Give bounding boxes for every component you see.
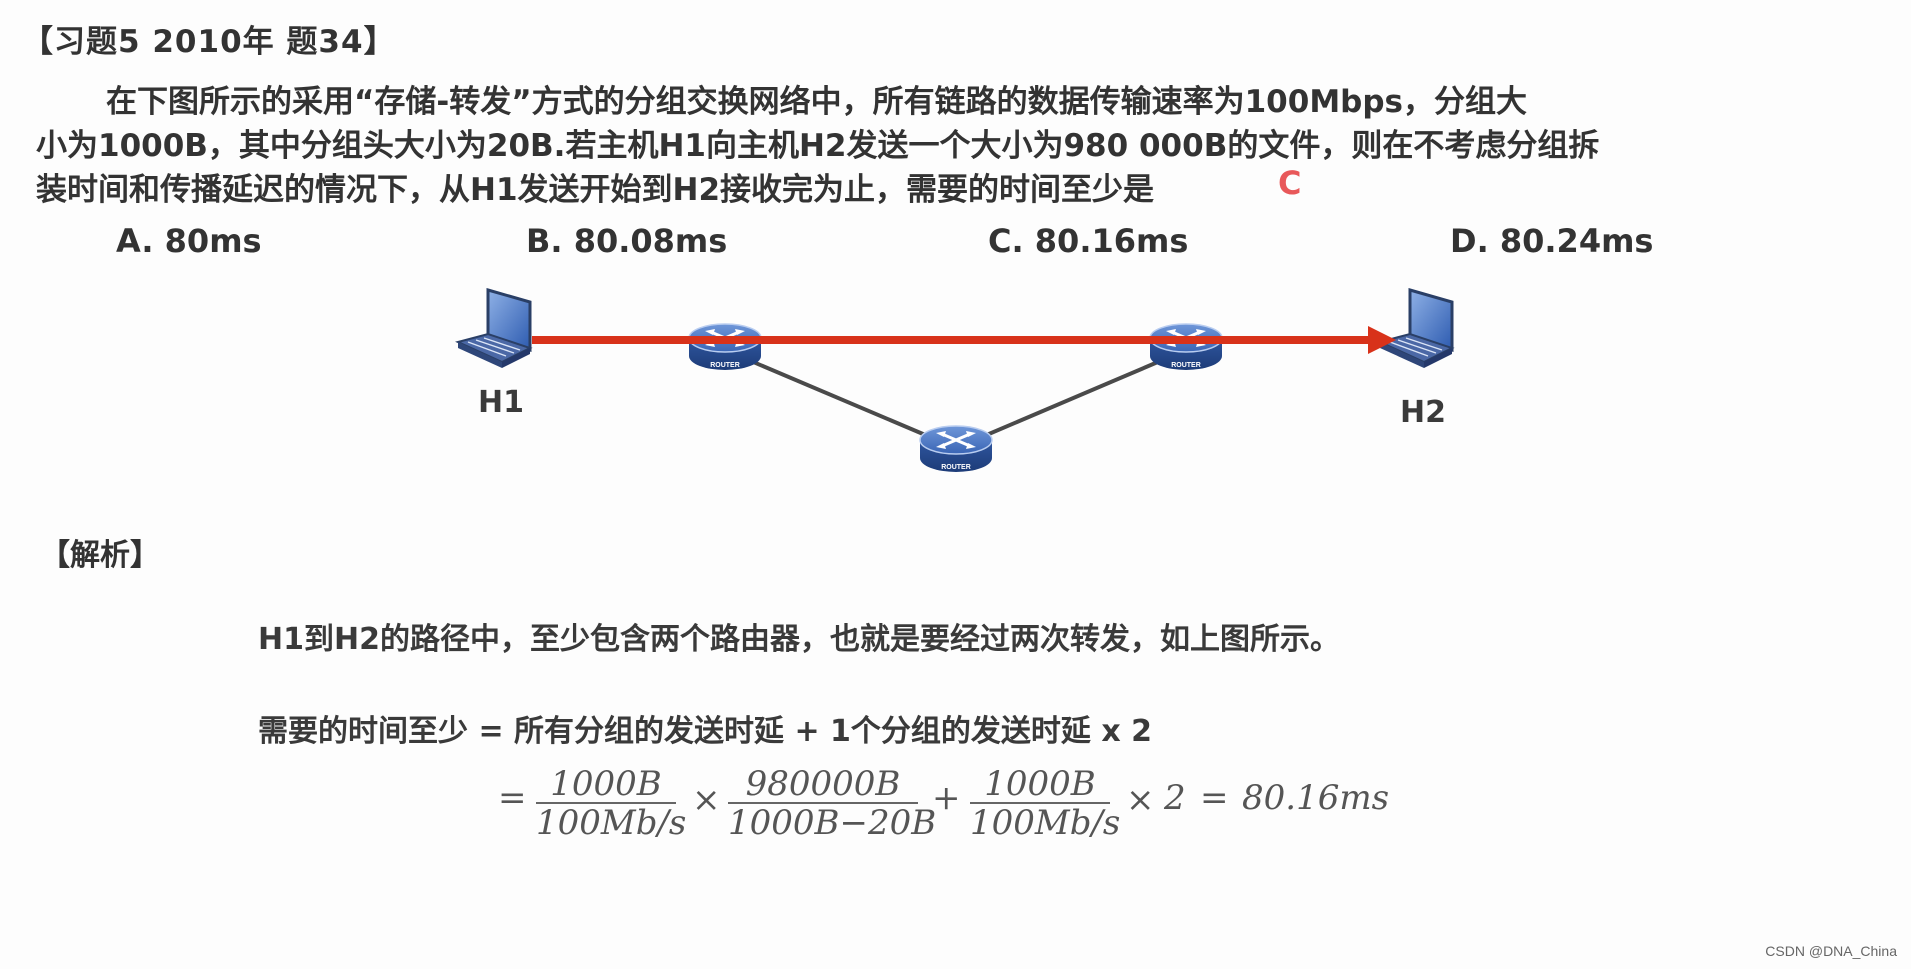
option-d: D. 80.24ms [1450, 222, 1654, 260]
fraction-2-denominator: 1000B−20B [728, 803, 937, 843]
formula-times-1: × [692, 780, 721, 820]
link-r1-r3 [724, 348, 957, 450]
answer-mark: C [1278, 164, 1302, 202]
analysis-line-1: H1到H2的路径中，至少包含两个路由器，也就是要经过两次转发，如上图所示。 [258, 622, 1340, 657]
fraction-1-numerator: 1000B [536, 766, 676, 804]
option-a: A. 80ms [116, 222, 262, 260]
formula-eq-2: = [1200, 778, 1229, 818]
problem-title: 【习题5 2010年 题34】 [22, 24, 396, 60]
router-label: ROUTER [941, 464, 971, 471]
router-label: ROUTER [1171, 362, 1201, 369]
fraction-3: 1000B 100Mb/s [970, 766, 1121, 843]
analysis-line-2: 需要的时间至少 = 所有分组的发送时延 + 1个分组的发送时延 x 2 [258, 714, 1153, 749]
option-c: C. 80.16ms [988, 222, 1189, 260]
laptop-icon [455, 288, 533, 368]
fraction-3-numerator: 1000B [970, 766, 1110, 804]
formula-eq: = [498, 778, 527, 818]
fraction-1: 1000B 100Mb/s [536, 766, 687, 843]
fraction-2-numerator: 980000B [728, 766, 918, 804]
laptop-icon [1377, 288, 1455, 368]
formula-plus: + [932, 778, 961, 818]
fraction-2: 980000B 1000B−20B [728, 766, 937, 843]
watermark: CSDN @DNA_China [1765, 943, 1897, 959]
analysis-heading: 【解析】 [40, 538, 160, 573]
formula-result: 80.16ms [1242, 778, 1390, 818]
link-r3-r2 [955, 348, 1187, 450]
question-line-3: 装时间和传播延迟的情况下，从H1发送开始到H2接收完为止，需要的时间至少是 [36, 172, 1155, 208]
router-icon: ROUTER [919, 425, 993, 472]
option-b: B. 80.08ms [526, 222, 728, 260]
fraction-3-denominator: 100Mb/s [970, 803, 1121, 843]
formula-two: 2 [1164, 778, 1186, 818]
formula-times-2: × [1126, 780, 1155, 820]
question-line-2: 小为1000B，其中分组头大小为20B.若主机H1向主机H2发送一个大小为980… [36, 128, 1600, 164]
fraction-1-denominator: 100Mb/s [536, 803, 687, 843]
host-label-h1: H1 [478, 385, 524, 420]
question-line-1: 在下图所示的采用“存储-转发”方式的分组交换网络中，所有链路的数据传输速率为10… [106, 84, 1528, 120]
path-arrowhead [1368, 326, 1396, 354]
host-label-h2: H2 [1400, 395, 1446, 430]
router-label: ROUTER [710, 362, 740, 369]
